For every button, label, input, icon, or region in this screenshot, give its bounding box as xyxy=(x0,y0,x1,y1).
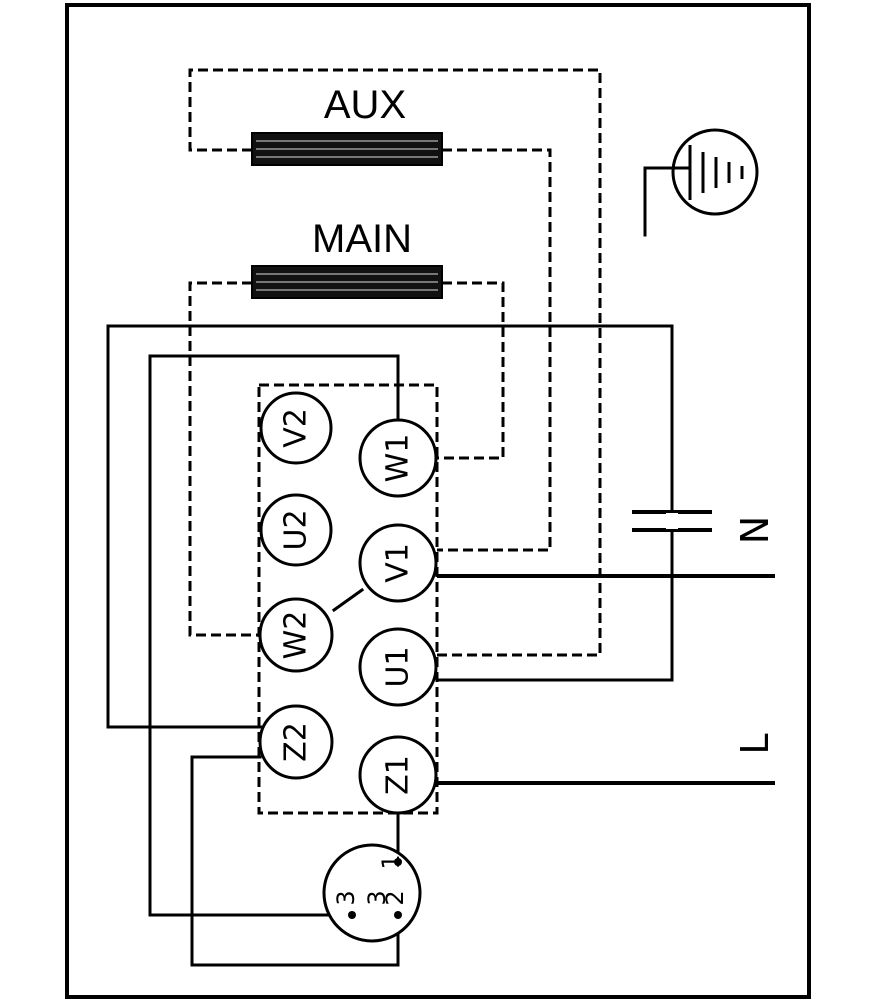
wire-w1-protector xyxy=(148,354,400,917)
wire-u1-z2 xyxy=(106,324,674,729)
terminal-w1-label: W1 xyxy=(381,434,416,483)
terminal-v2-label: V2 xyxy=(279,408,314,448)
protector-pin-3a: 3 xyxy=(332,890,360,905)
protector-pin-3b: 3 xyxy=(363,890,391,905)
terminal-z1: Z1 xyxy=(358,735,438,815)
protector-pin-2: 2 xyxy=(381,890,409,905)
terminal-box xyxy=(257,383,439,815)
capacitor xyxy=(632,510,712,532)
diagram-frame xyxy=(65,3,811,999)
terminal-z2-label: Z2 xyxy=(279,722,314,762)
wire-z2-protector xyxy=(190,755,400,967)
protector-pin-1: 1 xyxy=(377,854,405,869)
main-lead-w1 xyxy=(437,281,505,460)
main-winding xyxy=(251,265,443,299)
terminal-z1-label: Z1 xyxy=(381,755,416,795)
main-lead-w2 xyxy=(188,281,260,637)
terminal-w1: W1 xyxy=(358,418,438,498)
terminal-v1: V1 xyxy=(358,523,438,603)
aux-label: AUX xyxy=(324,83,406,127)
terminal-u2-label: U2 xyxy=(279,509,314,550)
main-label: MAIN xyxy=(312,217,412,261)
aux-winding xyxy=(251,132,443,166)
neutral-label: N xyxy=(733,516,777,544)
terminal-w2-label: W2 xyxy=(279,611,314,660)
terminal-v2: V2 xyxy=(259,391,333,465)
terminal-u2: U2 xyxy=(259,493,333,567)
terminal-w2: W2 xyxy=(258,597,334,673)
link-w2-v1 xyxy=(331,587,365,613)
terminal-u1-label: U1 xyxy=(381,646,416,687)
line-label: L xyxy=(733,733,777,754)
terminal-u1: U1 xyxy=(358,627,438,707)
terminal-v1-label: V1 xyxy=(381,543,416,583)
thermal-protector: 1 2 3 3 xyxy=(322,843,422,943)
aux-lead-u1 xyxy=(188,68,602,657)
aux-lead-v1 xyxy=(437,148,552,552)
terminal-z2: Z2 xyxy=(258,704,334,780)
ground-icon xyxy=(643,128,759,237)
